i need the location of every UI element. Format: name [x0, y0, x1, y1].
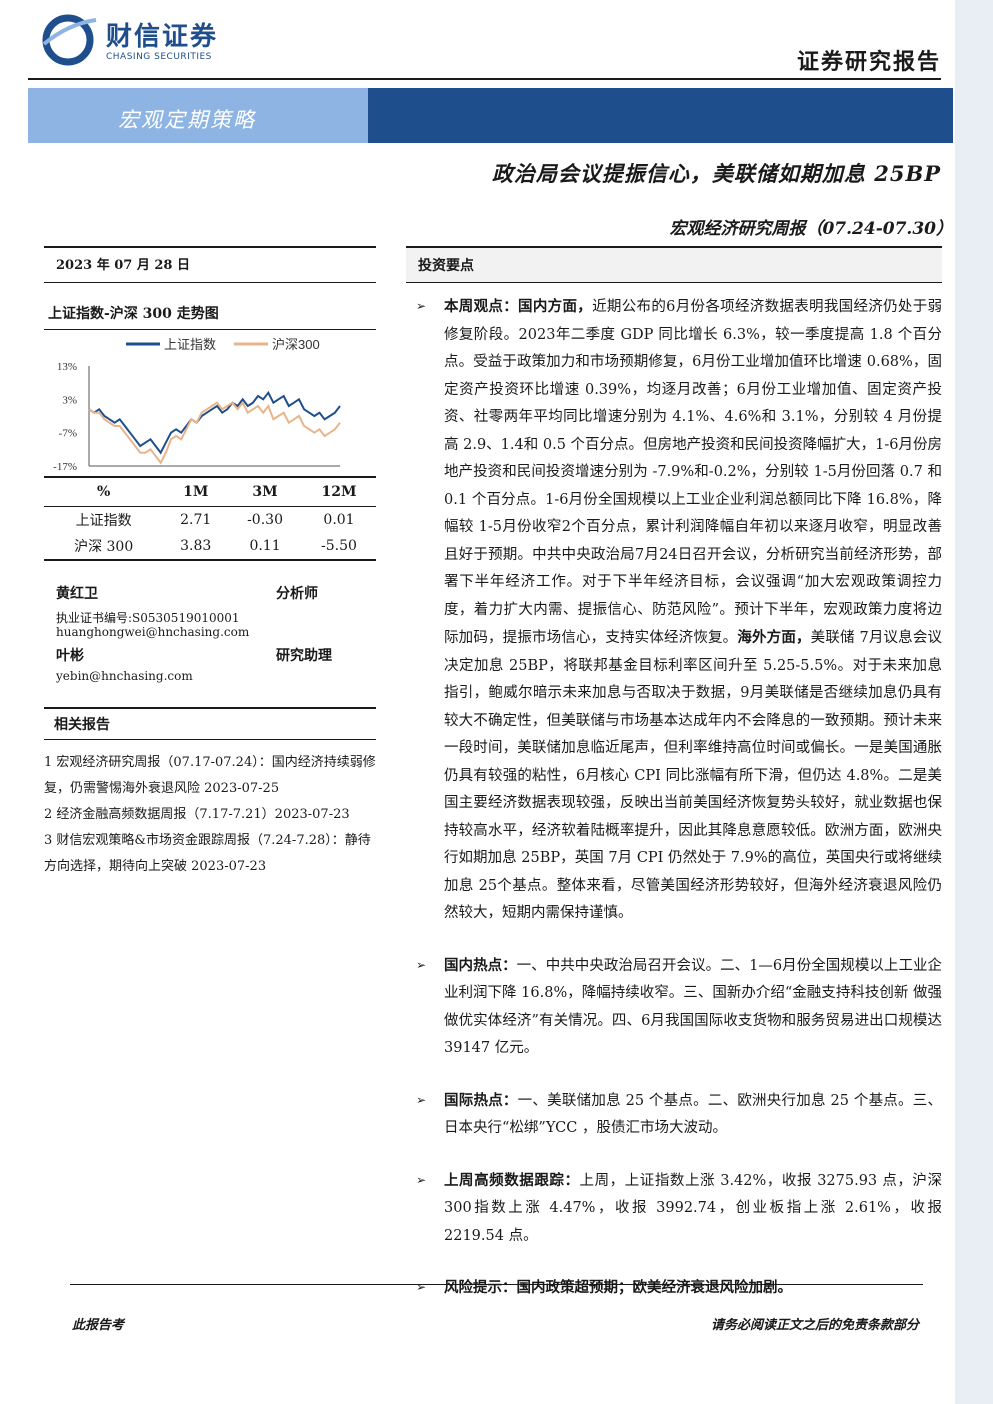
legend-label: 沪深300	[272, 337, 320, 352]
bullet-international-hotspots: ➢ 国际热点：一、美联储加息 25 个基点。二、欧洲央行加息 25 个基点。三、…	[406, 1087, 942, 1143]
logo-chinese: 财信证券	[106, 22, 219, 52]
analyst-email[interactable]: huanghongwei@hnchasing.com	[56, 625, 250, 639]
investment-highlights-title: 投资要点	[406, 246, 942, 283]
header-divider	[28, 78, 941, 80]
bullet-label: 海外方面，	[737, 629, 811, 646]
table-header-cell: %	[44, 477, 164, 507]
table-header-cell: 1M	[163, 477, 229, 507]
related-report-item[interactable]: 1 宏观经济研究周报（07.17-07.24）：国内经济持续弱修复，仍需警惕海外…	[44, 755, 376, 796]
bullet-text: 近期公布的6月份各项经济数据表明我国经济仍处于弱修复阶段。2023年二季度 GD…	[444, 299, 943, 646]
footer-divider	[70, 1284, 923, 1285]
bullet-text: 美联储 7月议息会议决定加息 25BP，将联邦基金目标利率区间升至 5.25-5…	[444, 630, 943, 921]
table-cell: 0.01	[323, 512, 355, 528]
logo-emblem-icon	[42, 14, 97, 66]
company-logo: 财信证券 CHASING SECURITIES	[40, 14, 240, 66]
y-tick-label: -7%	[59, 428, 77, 440]
table-header-cell: 12M	[302, 477, 376, 507]
analyst-block: 黄红卫 分析师 执业证书编号:S0530519010001 huanghongw…	[44, 573, 376, 693]
analyst-role: 分析师	[276, 586, 318, 602]
left-column: 2023 年 07 月 28 日 上证指数-沪深 300 走势图 13% 3% -7…	[44, 246, 376, 880]
bullet-label: 上周高频数据跟踪：	[444, 1171, 580, 1189]
y-tick-label: 3%	[62, 394, 77, 406]
table-cell: -0.30	[247, 512, 283, 528]
right-column: 投资要点 ➢ 本周观点：国内方面，近期公布的6月份各项经济数据表明我国经济仍处于…	[406, 246, 942, 1303]
series-line-shanghai	[88, 390, 341, 455]
report-title: 政治局会议提振信心，美联储如期加息 25BP	[491, 161, 941, 186]
bullet-domestic-hotspots: ➢ 国内热点：一、中共中央政治局召开会议。二、1—6月份全国规模以上工业企业利润…	[406, 952, 942, 1063]
table-header-row: % 1M 3M 12M	[44, 477, 376, 507]
bullet-label: 本周观点：国内方面，	[444, 298, 593, 315]
arrow-bullet-icon: ➢	[416, 1092, 427, 1107]
legend-label: 上证指数	[164, 337, 216, 352]
related-reports-list: 1 宏观经济研究周报（07.17-07.24）：国内经济持续弱修复，仍需警惕海外…	[44, 750, 376, 880]
chart-canvas: 13%3%-7%-17%2022-072022-102023-012023-04…	[53, 337, 359, 487]
report-subtitle: 宏观经济研究周报（07.24-07.30）	[669, 219, 953, 239]
assistant-email[interactable]: yebin@hnchasing.com	[56, 669, 193, 683]
category-band-light	[28, 88, 368, 143]
category-band-dark	[368, 88, 953, 143]
bullet-text: 上周，上证指数上涨 3.42%，收报 3275.93 点，沪深 300指数上涨 …	[444, 1172, 942, 1244]
assistant-name: 叶彬	[56, 648, 84, 664]
report-category: 宏观定期策略	[118, 108, 256, 132]
arrow-bullet-icon: ➢	[416, 1172, 427, 1187]
arrow-bullet-icon: ➢	[416, 957, 427, 972]
index-chart: 13%3%-7%-17%2022-072022-102023-012023-04…	[44, 330, 376, 487]
report-date: 2023 年 07 月 28 日	[44, 246, 376, 283]
analyst-name: 黄红卫	[56, 586, 98, 602]
bullet-label: 国内热点：	[444, 956, 517, 974]
bullet-label: 国际热点：	[444, 1091, 518, 1109]
bullet-label: 风险提示：	[444, 1279, 517, 1296]
table-cell: 3.83	[180, 538, 212, 554]
bullet-text: 一、美联储加息 25 个基点。二、欧洲央行加息 25 个基点。三、日本央行“松绑…	[444, 1092, 943, 1137]
y-tick-label: -17%	[53, 461, 77, 472]
arrow-bullet-icon: ➢	[416, 299, 427, 313]
table-cell: -5.50	[321, 538, 357, 554]
related-report-item[interactable]: 3 财信宏观策略&市场资金跟踪周报（7.24-7.28）：静待方向选择，期待向上…	[44, 833, 371, 874]
footer-left-text: 此报告考	[72, 1318, 125, 1333]
related-report-item[interactable]: 2 经济金融高频数据周报（7.17-7.21）2023-07-23	[44, 807, 350, 822]
chart-title: 上证指数-沪深 300 走势图	[44, 303, 376, 330]
table-cell: 上证指数	[75, 513, 132, 529]
table-cell: 沪深 300	[74, 539, 134, 555]
table-cell: 0.11	[249, 538, 281, 554]
report-type: 证券研究报告	[796, 49, 941, 75]
bullet-text: 一、中共中央政治局召开会议。二、1—6月份全国规模以上工业企业利润下降 16.8…	[444, 957, 943, 1057]
arrow-bullet-icon: ➢	[416, 1280, 427, 1294]
table-row: 沪深 300 3.83 0.11 -5.50	[44, 533, 376, 560]
related-reports-title: 相关报告	[44, 707, 376, 740]
table-header-cell: 3M	[228, 477, 303, 507]
bullet-risk-warning: ➢ 风险提示：国内政策超预期；欧美经济衰退风险加剧。	[406, 1274, 942, 1303]
analyst-cert: 执业证书编号:S0530519010001	[56, 611, 240, 625]
performance-table: % 1M 3M 12M 上证指数 2.71 -0.30 0.01 沪深 300 …	[44, 476, 376, 561]
side-bar	[955, 0, 993, 1404]
bullet-high-frequency-data: ➢ 上周高频数据跟踪：上周，上证指数上涨 3.42%，收报 3275.93 点，…	[406, 1167, 942, 1251]
y-tick-label: 13%	[57, 361, 77, 373]
series-line-csi300	[88, 400, 341, 465]
table-row: 上证指数 2.71 -0.30 0.01	[44, 507, 376, 534]
assistant-role: 研究助理	[276, 648, 332, 664]
logo-english: CHASING SECURITIES	[106, 52, 212, 62]
table-cell: 2.71	[180, 512, 212, 528]
bullet-weekly-view: ➢ 本周观点：国内方面，近期公布的6月份各项经济数据表明我国经济仍处于弱修复阶段…	[406, 293, 942, 928]
bullet-text: 国内政策超预期；欧美经济衰退风险加剧。	[516, 1279, 793, 1296]
footer-disclaimer[interactable]: 请务必阅读正文之后的免责条款部分	[710, 1318, 919, 1333]
